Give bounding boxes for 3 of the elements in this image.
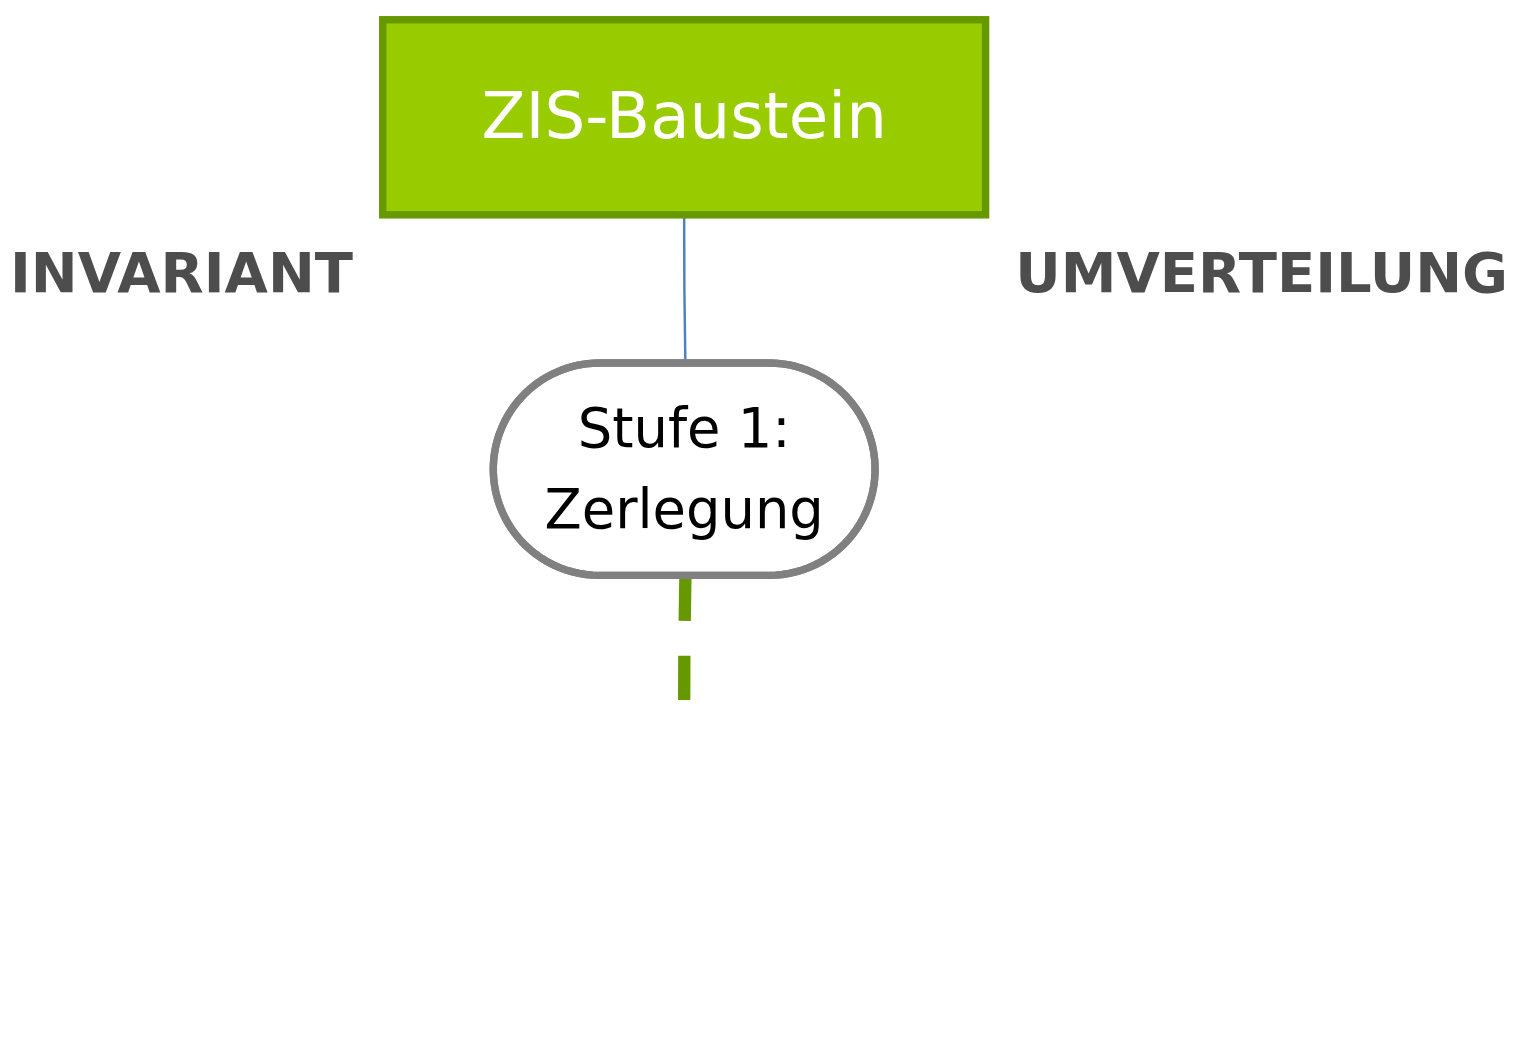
node-box: ZIS-Baustein: [379, 16, 990, 219]
side-heading: UMVERTEILUNG: [1014, 240, 1509, 305]
side-heading: INVARIANT: [9, 240, 354, 305]
